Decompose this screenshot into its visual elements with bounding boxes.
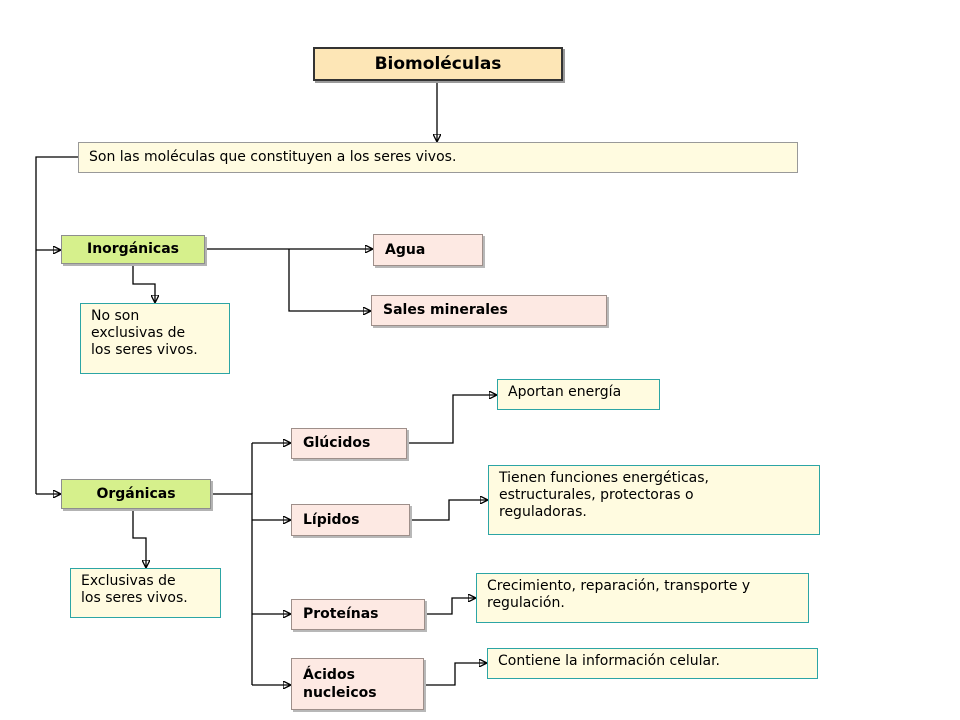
glucidos-desc-text: Aportan energía (508, 384, 622, 400)
title-label: Biomoléculas (374, 53, 502, 74)
acidos-nucleicos-desc-text: Contiene la información celular. (498, 653, 720, 669)
arrow-to-inorganicas-note (132, 264, 155, 302)
arrow-to-glucidos (251, 443, 290, 494)
lipidos-box: Lípidos (291, 504, 410, 536)
proteinas-box: Proteínas (291, 599, 425, 630)
definition-text: Son las moléculas que constituyen a los … (89, 149, 457, 165)
glucidos-desc-box: Aportan energía (497, 379, 660, 410)
sales-minerales-box: Sales minerales (371, 295, 607, 326)
proteinas-label: Proteínas (303, 606, 379, 622)
lipidos-desc-box: Tienen funciones energéticas, estructura… (488, 465, 820, 535)
acidos-nucleicos-box: Ácidos nucleicos (291, 658, 424, 710)
organicas-label: Orgánicas (96, 485, 176, 502)
acidos-nucleicos-desc-box: Contiene la información celular. (487, 648, 818, 679)
arrow-to-organicas-note (132, 509, 146, 567)
sales-minerales-label: Sales minerales (383, 302, 508, 318)
arrow-to-proteinas-desc (425, 598, 475, 615)
agua-label: Agua (385, 241, 426, 258)
left-spine (35, 156, 78, 494)
proteinas-desc-text: Crecimiento, reparación, transporte y re… (487, 578, 751, 611)
inorganicas-note-text: No son exclusivas de los seres vivos. (91, 308, 198, 358)
organicas-note-box: Exclusivas de los seres vivos. (70, 568, 221, 618)
arrow-to-sales (288, 249, 370, 311)
organicas-box: Orgánicas (61, 479, 211, 509)
glucidos-box: Glúcidos (291, 428, 407, 459)
arrow-to-glucidos-desc (407, 395, 496, 444)
lipidos-desc-text: Tienen funciones energéticas, estructura… (499, 470, 709, 520)
lipidos-label: Lípidos (303, 511, 360, 528)
agua-box: Agua (373, 234, 483, 266)
arrow-to-lipidos-desc (410, 500, 487, 521)
proteinas-desc-box: Crecimiento, reparación, transporte y re… (476, 573, 809, 623)
acidos-nucleicos-label: Ácidos nucleicos (303, 667, 377, 701)
inorganicas-label: Inorgánicas (86, 241, 179, 257)
inorganicas-note-box: No son exclusivas de los seres vivos. (80, 303, 230, 374)
arrow-to-acidos-desc (424, 663, 486, 686)
inorganicas-box: Inorgánicas (61, 235, 205, 264)
title-box: Biomoléculas (313, 47, 563, 81)
glucidos-label: Glúcidos (303, 435, 371, 451)
organicas-note-text: Exclusivas de los seres vivos. (81, 573, 188, 606)
definition-box: Son las moléculas que constituyen a los … (78, 142, 798, 173)
